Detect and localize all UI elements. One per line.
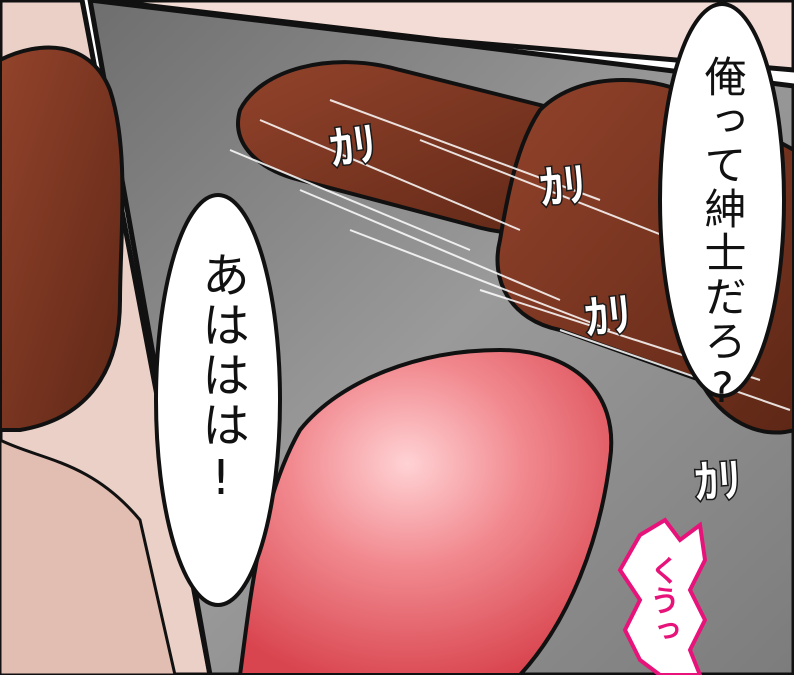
speech-text-right: 俺って紳士だろ? [698,55,747,414]
sfx-kari-1: ｶﾘ [325,115,381,178]
sfx-kari-2: ｶﾘ [536,155,590,217]
left-skin-shape [0,438,177,675]
speech-text-left: あははは! [193,250,249,508]
sfx-burst-bubble [617,517,708,675]
speech-bubble-left [154,193,282,607]
sfx-kari-3: ｶﾘ [581,285,635,347]
sfx-kari-4: ｶﾘ [692,451,745,511]
speech-bubble-right [658,2,786,398]
left-brown-shape [0,45,125,432]
pink-shape [237,347,614,675]
sfx-kutsu: くうっ [644,555,679,645]
